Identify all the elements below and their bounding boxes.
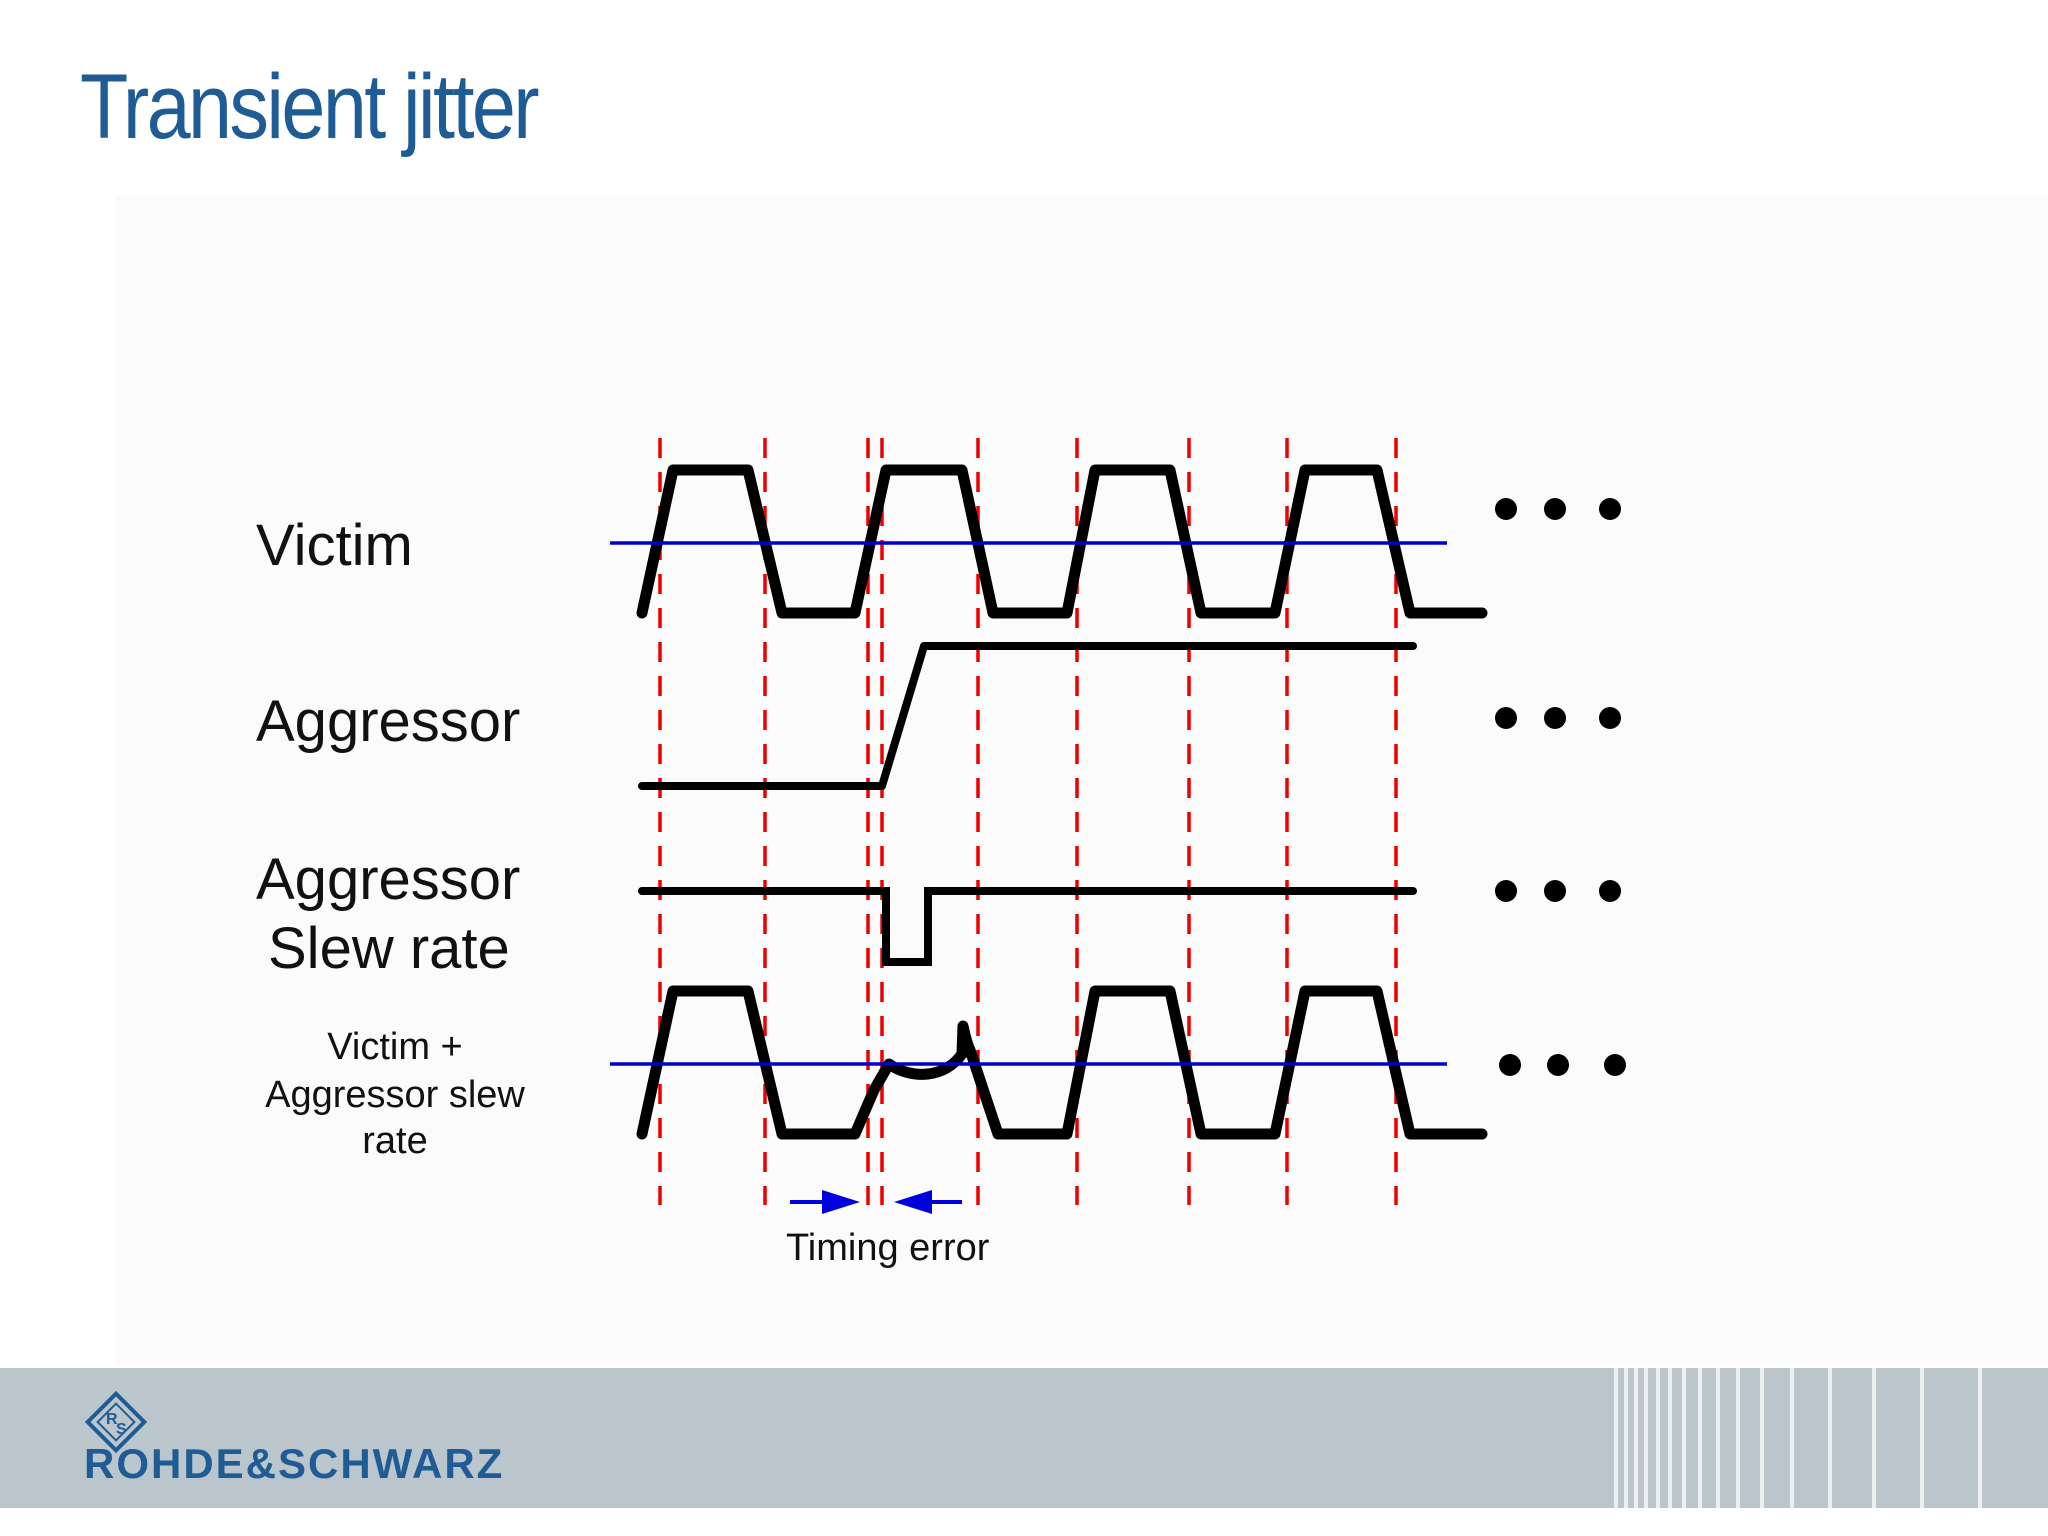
dot bbox=[1495, 498, 1517, 520]
dot bbox=[1544, 707, 1566, 729]
aggressor-waveform bbox=[638, 642, 1417, 790]
brand-wordmark: ROHDE&SCHWARZ bbox=[84, 1440, 505, 1487]
dot bbox=[1495, 707, 1517, 729]
dot bbox=[1599, 498, 1621, 520]
timing-error-label: Timing error bbox=[786, 1227, 990, 1269]
logo-letter-s: S bbox=[116, 1421, 127, 1438]
dot bbox=[1495, 880, 1517, 902]
aggressor-slew-rate-label-line1: Aggressor bbox=[256, 847, 521, 912]
dot bbox=[1544, 498, 1566, 520]
victim-waveform bbox=[636, 464, 1488, 619]
arrow-left-head bbox=[894, 1190, 932, 1214]
dot bbox=[1604, 1054, 1626, 1076]
timing-error-arrows bbox=[790, 1190, 962, 1214]
ellipsis-dots bbox=[1495, 498, 1626, 1076]
footer-bar bbox=[0, 1368, 2048, 1508]
combined-label-line2: Aggressor slew bbox=[265, 1074, 525, 1116]
aggressor-slew-rate-waveform bbox=[638, 887, 1417, 966]
dot bbox=[1599, 707, 1621, 729]
victim-label: Victim bbox=[256, 513, 413, 578]
dot bbox=[1544, 880, 1566, 902]
slide-title: Transient jitter bbox=[80, 56, 540, 158]
combined-label-line3: rate bbox=[362, 1120, 428, 1162]
aggressor-label: Aggressor bbox=[256, 689, 521, 754]
rs-logo-icon: R S bbox=[84, 1390, 148, 1454]
clock-edge-markers bbox=[658, 438, 1398, 1205]
footer-stripes bbox=[1614, 1368, 1982, 1508]
logo-letter-r: R bbox=[106, 1411, 118, 1428]
dot bbox=[1599, 880, 1621, 902]
combined-label-line1: Victim + bbox=[327, 1026, 463, 1068]
dot bbox=[1499, 1054, 1521, 1076]
diagram-background bbox=[115, 195, 2048, 1365]
dot bbox=[1547, 1054, 1569, 1076]
aggressor-slew-rate-label-line2: Slew rate bbox=[268, 916, 510, 981]
arrow-right-head bbox=[822, 1190, 860, 1214]
